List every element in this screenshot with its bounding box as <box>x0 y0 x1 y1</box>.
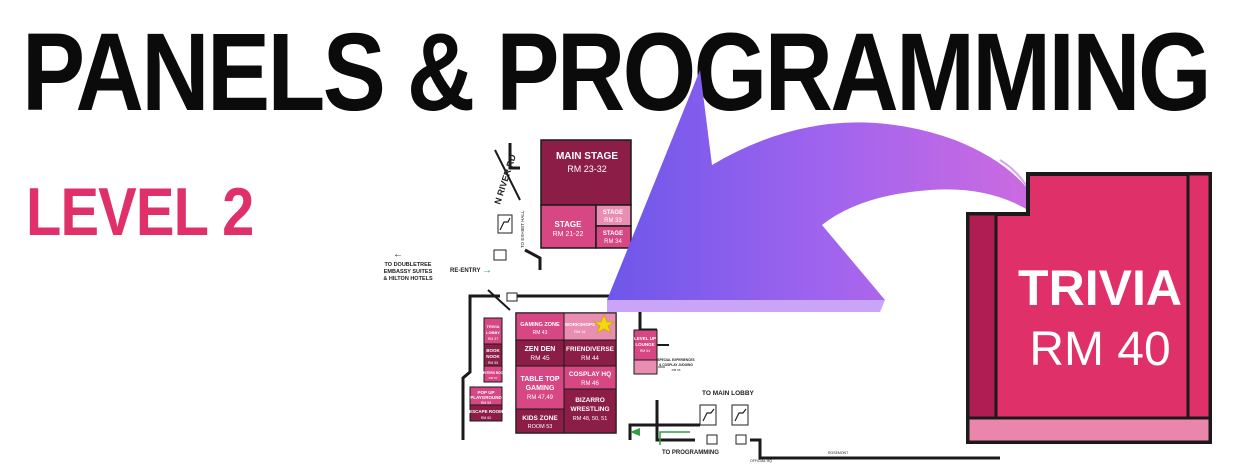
room-number: RM 54 <box>640 349 650 353</box>
room-number: ROOM 53 <box>528 424 553 430</box>
route-arrow-icon <box>630 428 640 436</box>
room-number: RM 37 <box>488 337 498 341</box>
room-label: ESCAPE ROOM <box>469 409 503 414</box>
escalator-icon <box>497 214 513 234</box>
room-label: BOOK <box>486 348 500 353</box>
room-book-nook[interactable]: BOOK NOOK RM 55 <box>483 343 503 367</box>
room-escape-room[interactable]: ESCAPE ROOM RM 60 <box>469 404 503 422</box>
room-label: PLAYGROUND <box>470 395 502 400</box>
room-label: & COSPLAY JUDGING <box>659 363 693 367</box>
room-friendiverse[interactable]: FRIENDIVERSE RM 44 <box>563 339 617 367</box>
star-icon <box>592 313 616 334</box>
room-writers-room[interactable]: WRITERS ROOM RM 57 <box>480 365 506 383</box>
room-label: STAGE <box>555 220 583 229</box>
room-label: LOBBY <box>486 330 500 335</box>
room-label: POP UP <box>478 390 495 395</box>
room-number: RM 47,49 <box>527 395 554 401</box>
street-label: TO DOUBLETREE <box>385 262 432 268</box>
room-label: NOOK <box>486 354 500 359</box>
room-label: FRIENDIVERSE <box>566 346 615 353</box>
room-bizarro-wrestling[interactable]: BIZARRO WRESTLING RM 48, 50, 51 <box>563 388 617 434</box>
room-number: RM 56 <box>672 368 681 372</box>
trivia-room-number: RM 40 <box>1029 323 1170 376</box>
street-label: ROSEMONT <box>828 451 849 455</box>
arrow-left-icon: ← <box>393 249 403 260</box>
room-label: BIZARRO <box>575 397 605 404</box>
room-number: RM 48, 50, 51 <box>573 416 608 422</box>
room-label: WRESTLING <box>571 406 610 413</box>
level-subtitle: LEVEL 2 <box>26 174 254 250</box>
room-pop-up-playground[interactable]: POP UP PLAYGROUND RM 59 <box>469 386 503 406</box>
room-table-top-gaming[interactable]: TABLE TOP GAMING RM 47,49 <box>515 365 565 410</box>
street-label: OFFICIAL HQ <box>750 459 772 463</box>
room-number: RM 21-22 <box>553 231 584 238</box>
room-number: RM 57 <box>489 376 498 380</box>
room-label: WRITERS ROOM <box>480 371 506 375</box>
room-zen-den[interactable]: ZEN DEN RM 45 <box>515 339 565 367</box>
room-number: RM 55 <box>488 361 498 365</box>
trivia-room-wall <box>966 212 998 420</box>
room-label: GAMING <box>526 385 555 392</box>
room-number: RM 44 <box>581 356 599 362</box>
room-number: RM 45 <box>530 355 550 362</box>
route-arrow-icon <box>659 431 690 445</box>
room-label: TRIVIA <box>486 324 499 329</box>
room-label: GAMING ZONE <box>520 322 560 328</box>
room-stage-21[interactable]: STAGE RM 21-22 <box>540 204 597 249</box>
room-workshops[interactable]: WORKSHOPS RM 41 <box>563 312 617 341</box>
stairs-icon <box>506 292 518 302</box>
trivia-room-strip <box>966 416 1212 444</box>
street-line <box>494 149 521 201</box>
room-number: RM 41 <box>574 329 587 334</box>
room-label: SPECIAL EXPERIENCES <box>657 358 694 362</box>
room-cosplay-hq[interactable]: COSPLAY HQ RM 46 <box>563 365 617 390</box>
room-label: TABLE TOP <box>520 376 559 383</box>
room-number: RM 43 <box>533 330 548 336</box>
street-label: TO EXHIBIT HALL <box>520 210 525 248</box>
street-line <box>487 289 511 311</box>
room-number: RM 23-32 <box>567 164 607 174</box>
street-label: TO MAIN LOBBY <box>702 390 755 397</box>
room-label: COSPLAY HQ <box>569 371 611 378</box>
street-label: EMBASSY SUITES <box>384 269 433 275</box>
arrow-right-icon: → <box>482 265 492 276</box>
room-label: KIDS ZONE <box>522 415 558 422</box>
street-label: RE-ENTRY <box>450 268 480 274</box>
street-label: TO PROGRAMMING <box>662 450 719 456</box>
room-label: LEVEL UP <box>634 336 656 341</box>
trivia-room-edge <box>1186 172 1212 420</box>
room-label: WORKSHOPS <box>565 322 595 327</box>
room-kids-zone[interactable]: KIDS ZONE ROOM 53 <box>515 408 565 434</box>
street-label: & HILTON HOTELS <box>383 276 433 282</box>
room-number: RM 46 <box>581 381 599 387</box>
building-walls <box>461 143 1000 460</box>
room-special-experiences[interactable]: SPECIAL EXPERIENCES & COSPLAY JUDGING RM… <box>633 358 695 375</box>
room-label: LOUNGE <box>635 342 654 347</box>
restroom-icon <box>735 434 747 445</box>
room-number: RM 60 <box>481 416 491 420</box>
room-number: RM 59 <box>481 401 491 405</box>
restroom-icon <box>706 434 718 445</box>
room-label: MAIN STAGE <box>556 151 618 162</box>
room-label: ZEN DEN <box>525 346 556 353</box>
restroom-icon <box>493 249 507 261</box>
trivia-room-label: TRIVIA <box>1018 260 1182 316</box>
